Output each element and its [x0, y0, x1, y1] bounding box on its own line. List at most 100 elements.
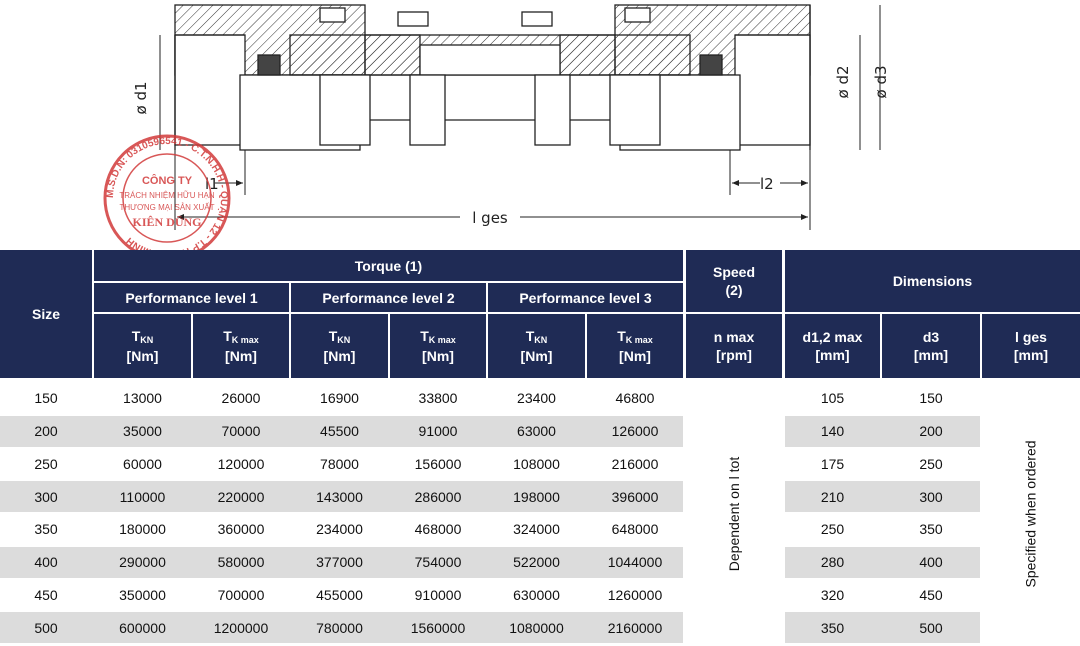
d1-label: ø d1 [132, 81, 150, 114]
cell-p2_tkn: 377000 [316, 554, 363, 571]
cell-p3_tkn: 108000 [513, 455, 560, 472]
cell-size: 150 [34, 390, 58, 407]
cell-p1_tkn: 600000 [119, 619, 166, 636]
cell-p2_tkn: 234000 [316, 521, 363, 538]
cell-p1_tkmax: 580000 [217, 554, 265, 571]
header-d3: d3[mm] [882, 314, 980, 378]
header-perf3: Performance level 3 [488, 283, 683, 312]
cell-size: 250 [34, 455, 58, 472]
cell-p2_tkmax: 910000 [414, 586, 462, 603]
company-stamp: M.S.D.N: 0310596541 - C.T.N.H.H - QUẬN 1… [103, 134, 231, 250]
coupling-drawing: ø d1 ø d2 ø d3 l1 l2 l ges M.S.D.N: 0310… [103, 4, 890, 250]
cell-p2_tkn: 143000 [316, 488, 363, 505]
cell-p2_tkn: 455000 [316, 586, 363, 603]
cell-p3_tkmax: 1260000 [607, 586, 663, 603]
cell-p2_tkn: 780000 [316, 619, 363, 636]
svg-text:CÔNG TY: CÔNG TY [142, 174, 193, 187]
header-lges: l ges[mm] [982, 314, 1080, 378]
cell-p1_tkn: 110000 [119, 488, 166, 505]
cell-p2_tkmax: 754000 [414, 554, 462, 571]
spacer-shaft [289, 34, 691, 76]
l2-label: l2 [760, 175, 774, 193]
lges-note-cell: Specified when ordered [1023, 440, 1040, 588]
cell-p1_tkn: 13000 [123, 390, 162, 407]
cell-d3: 200 [919, 423, 943, 440]
row-band [785, 415, 980, 447]
cell-d3: 350 [919, 521, 943, 538]
lges-label: l ges [472, 209, 508, 227]
cell-p2_tkmax: 286000 [414, 488, 462, 505]
cell-d12: 320 [820, 586, 845, 603]
cell-p2_tkn: 45500 [320, 423, 359, 440]
cell-p3_tkn: 522000 [513, 554, 560, 571]
row-band [0, 481, 683, 512]
cell-p1_tkmax: 700000 [217, 586, 265, 603]
speed-note-cell: Dependent on l tot [726, 456, 743, 572]
row-band [785, 546, 980, 578]
d2-label: ø d2 [834, 65, 852, 98]
header-nmax: n max[rpm] [686, 314, 782, 378]
cell-size: 400 [34, 554, 58, 571]
header-p3-tkmax: TK max[Nm] [587, 314, 683, 378]
cell-p3_tkmax: 2160000 [607, 619, 663, 636]
header-p2-tkmax: TK max[Nm] [390, 314, 486, 378]
svg-text:THƯƠNG MẠI SẢN XUẤT: THƯƠNG MẠI SẢN XUẤT [119, 202, 214, 212]
header-speed: Speed (2) [686, 250, 782, 312]
cell-d3: 150 [919, 390, 943, 407]
cell-d12: 105 [820, 390, 845, 407]
cell-p3_tkmax: 396000 [611, 488, 659, 505]
cell-d12: 350 [820, 619, 845, 636]
header-perf1: Performance level 1 [94, 283, 289, 312]
cell-p2_tkmax: 1560000 [410, 619, 466, 636]
cell-d12: 250 [820, 521, 845, 538]
spec-table: Size Torque (1) Speed (2) Dimensions Per… [0, 250, 1080, 646]
cell-d3: 300 [919, 488, 943, 505]
cell-p3_tkmax: 1044000 [607, 554, 663, 571]
cell-p2_tkmax: 91000 [418, 423, 458, 440]
header-p2-tkn: TKN[Nm] [291, 314, 388, 378]
cell-p3_tkn: 1080000 [509, 619, 564, 636]
cell-d12: 140 [820, 423, 845, 440]
cell-p2_tkn: 78000 [320, 455, 359, 472]
cell-d12: 210 [820, 488, 845, 505]
row-band [0, 415, 683, 447]
cell-p1_tkmax: 1200000 [213, 619, 269, 636]
cell-p3_tkmax: 216000 [611, 455, 659, 472]
cell-size: 450 [34, 586, 58, 603]
speed-label: Speed [712, 264, 755, 280]
cell-p3_tkn: 630000 [513, 586, 560, 603]
header-p1-tkn: TKN[Nm] [94, 314, 191, 378]
cell-p3_tkmax: 648000 [611, 521, 659, 538]
cell-d3: 450 [919, 586, 943, 603]
svg-text:KIÊN DŨNG: KIÊN DŨNG [132, 215, 201, 229]
cell-p3_tkn: 23400 [517, 390, 556, 407]
cell-p3_tkn: 63000 [517, 423, 556, 440]
header-size: Size [0, 250, 92, 378]
header-d12: d1,2 max[mm] [785, 314, 880, 378]
row-band [785, 481, 980, 512]
header-p1-tkmax: TK max[Nm] [193, 314, 289, 378]
cell-p1_tkmax: 360000 [217, 521, 265, 538]
cell-p1_tkmax: 220000 [217, 488, 265, 505]
cell-size: 350 [34, 521, 58, 538]
cell-size: 500 [34, 619, 58, 636]
row-band [785, 612, 980, 643]
cell-p1_tkn: 180000 [119, 521, 166, 538]
speed-note: (2) [725, 282, 743, 298]
cell-p3_tkn: 198000 [513, 488, 560, 505]
cell-d3: 250 [919, 455, 943, 472]
cell-p1_tkmax: 70000 [221, 423, 261, 440]
cell-p1_tkn: 35000 [123, 423, 162, 440]
row-band [0, 612, 683, 643]
header-perf2: Performance level 2 [291, 283, 486, 312]
cell-p3_tkmax: 126000 [611, 423, 659, 440]
cell-p1_tkn: 290000 [119, 554, 166, 571]
cell-p2_tkmax: 156000 [414, 455, 462, 472]
svg-text:TRÁCH NHIỆM HỮU HẠN: TRÁCH NHIỆM HỮU HẠN [119, 191, 215, 200]
cell-p2_tkmax: 468000 [414, 521, 462, 538]
cell-d12: 175 [820, 455, 845, 472]
cell-p1_tkn: 350000 [119, 586, 166, 603]
header-torque: Torque (1) [94, 250, 683, 281]
cell-d3: 500 [919, 619, 943, 636]
cell-p3_tkn: 324000 [513, 521, 560, 538]
